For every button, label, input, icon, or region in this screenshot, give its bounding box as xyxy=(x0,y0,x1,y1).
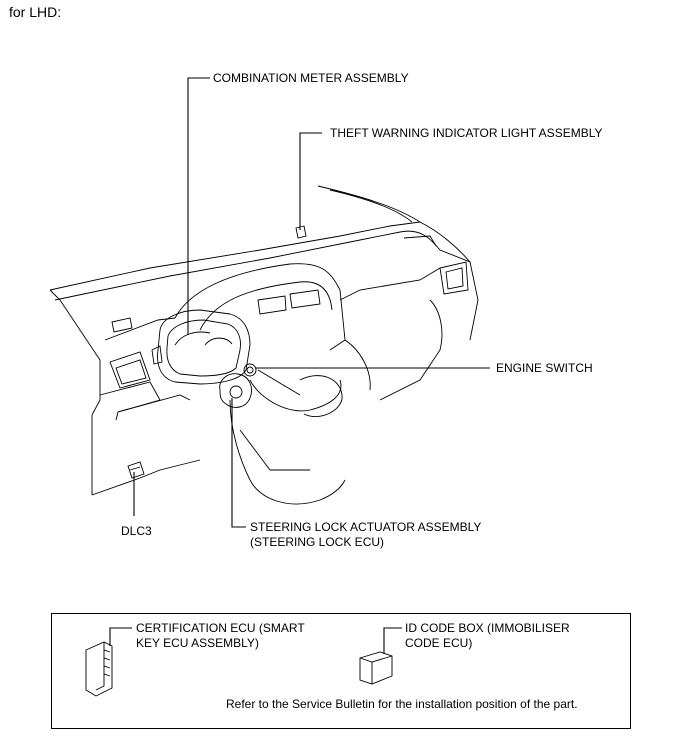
leader-theft-warning xyxy=(299,132,322,230)
leader-steering-lock xyxy=(231,398,246,528)
dashboard-top-edge-inner xyxy=(54,231,401,301)
info-box xyxy=(51,613,631,729)
id-code-box-icon xyxy=(359,651,393,685)
leader-combination-meter xyxy=(187,77,210,335)
theft-warning-light xyxy=(295,225,307,239)
steering-lock-actuator xyxy=(219,373,252,408)
label-steering-lock-1: STEERING LOCK ACTUATOR ASSEMBLY xyxy=(250,520,482,534)
windshield-edge xyxy=(317,185,471,263)
leader-id-code xyxy=(383,627,402,654)
label-engine-switch: ENGINE SWITCH xyxy=(496,361,593,375)
center-hood xyxy=(174,263,346,351)
label-certification-2: KEY ECU ASSEMBLY) xyxy=(136,636,259,650)
right-vent xyxy=(439,261,469,295)
left-vent xyxy=(109,351,151,389)
steering-wheel xyxy=(249,379,342,412)
label-certification-1: CERTIFICATION ECU (SMART xyxy=(136,621,305,635)
label-steering-lock-2: (STEERING LOCK ECU) xyxy=(250,535,385,549)
display-window-2 xyxy=(289,289,321,309)
engine-switch-marker xyxy=(243,363,257,377)
service-bulletin-note: Refer to the Service Bulletin for the in… xyxy=(226,697,578,711)
label-id-code-2: CODE ECU) xyxy=(405,636,473,650)
dlc3-connector xyxy=(127,461,145,479)
leader-certification xyxy=(109,627,132,646)
page-heading: for LHD: xyxy=(9,4,62,20)
combination-meter xyxy=(157,309,251,385)
label-theft-warning: THEFT WARNING INDICATOR LIGHT ASSEMBLY xyxy=(330,126,603,140)
label-id-code-1: ID CODE BOX (IMMOBILISER xyxy=(405,621,570,635)
display-window-1 xyxy=(257,295,287,315)
label-dlc3: DLC3 xyxy=(121,524,152,538)
label-combination-meter: COMBINATION METER ASSEMBLY xyxy=(213,71,409,85)
dashboard-top-edge xyxy=(49,221,421,291)
